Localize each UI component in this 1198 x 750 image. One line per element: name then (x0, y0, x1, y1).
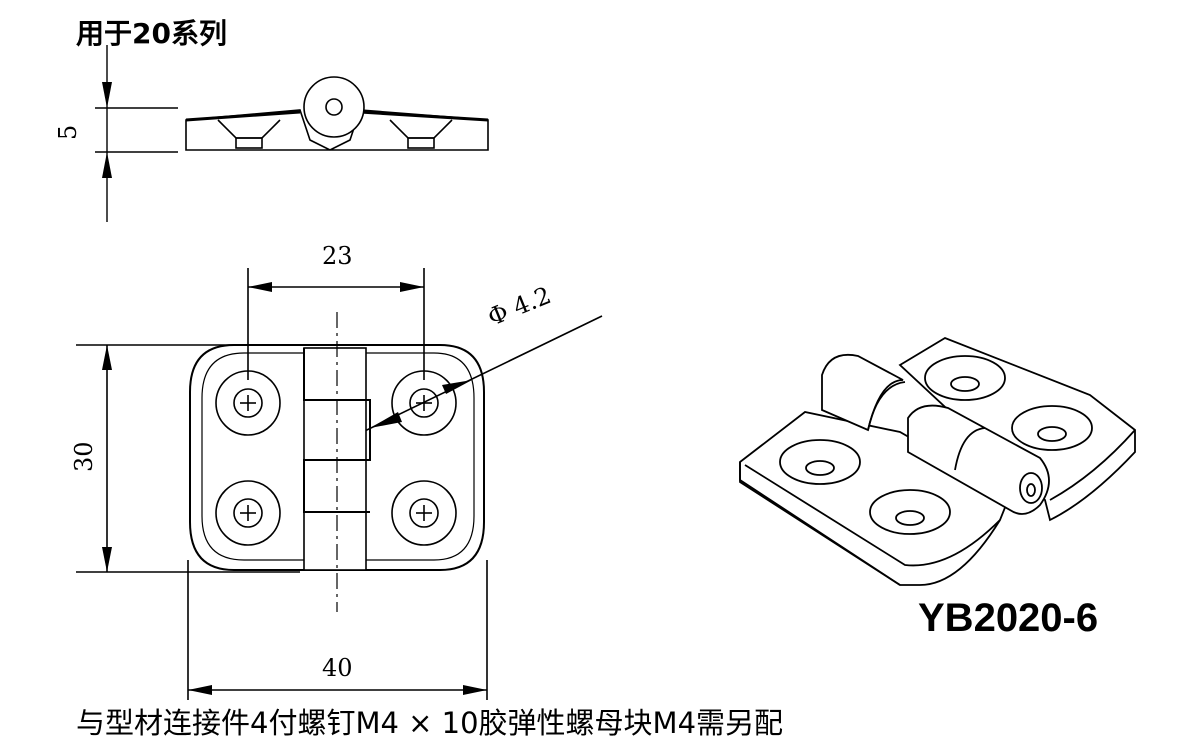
dimension-height-label: 5 (54, 125, 82, 140)
isometric-view (739, 337, 1136, 586)
top-view: 23 Φ 4.2 30 40 (70, 242, 603, 700)
side-view: 5 (54, 45, 489, 222)
screw-hole-bottom-left (215, 480, 281, 546)
page-title: 用于20系列 (76, 17, 227, 50)
screw-hole-top-right (391, 370, 457, 436)
dimension-plate-height-label: 30 (70, 441, 98, 472)
model-number: YB2020-6 (918, 596, 1099, 640)
dimension-hole-diameter-label: Φ 4.2 (484, 281, 555, 331)
dimension-hole-spacing-label: 23 (322, 242, 353, 270)
screw-hole-top-left (215, 370, 281, 436)
dimension-plate-width-label: 40 (322, 654, 353, 682)
screw-hole-bottom-right (391, 480, 457, 546)
assembly-note: 与型材连接件4付螺钉M4 × 10胶弹性螺母块M4需另配 (76, 706, 784, 740)
